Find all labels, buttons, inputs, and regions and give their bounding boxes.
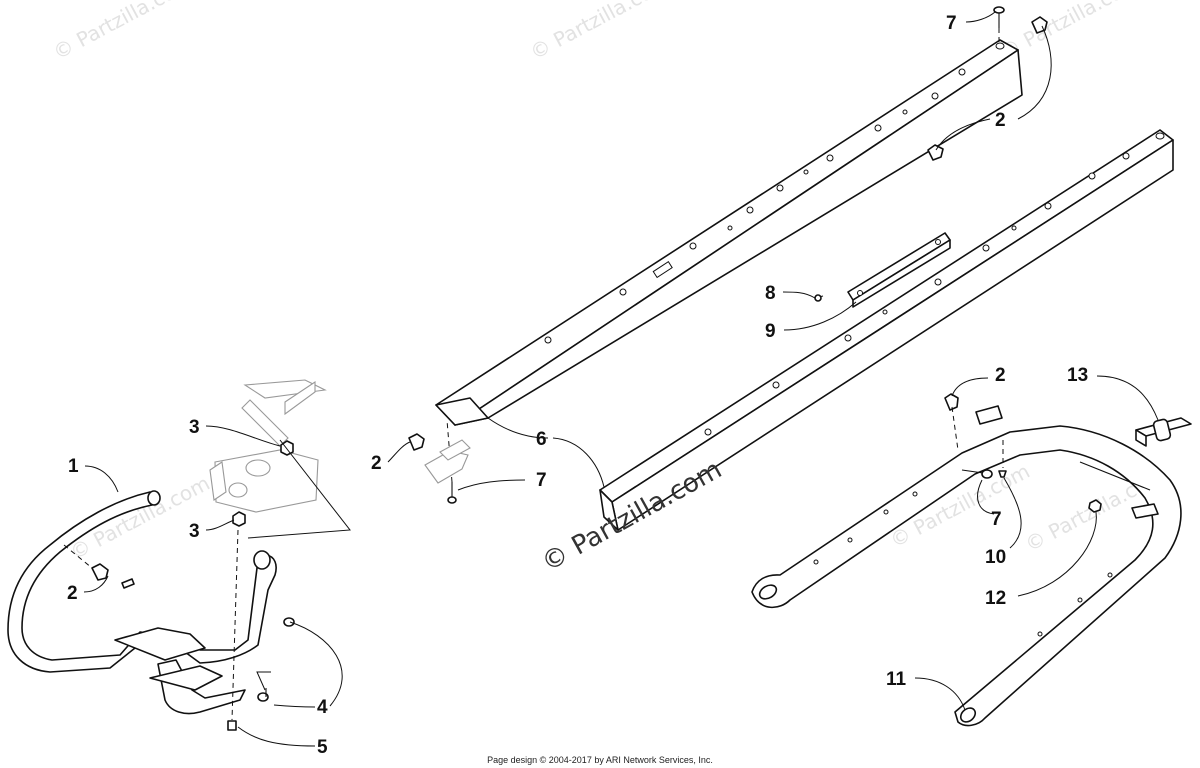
watermark-top-left: © Partzilla.com — [49, 0, 197, 64]
hinge — [1135, 417, 1192, 447]
nut-rear-bumper — [1088, 499, 1102, 513]
callouts: 1 2 2 2 2 3 3 4 5 6 7 7 7 8 9 10 11 12 1… — [67, 13, 1088, 758]
callout-12: 12 — [985, 588, 1006, 609]
bolt-top — [993, 6, 1005, 45]
ghost-bracket — [424, 439, 471, 484]
callout-8: 8 — [765, 283, 776, 304]
callout-9: 9 — [765, 321, 776, 342]
callout-7-rear: 7 — [991, 509, 1002, 530]
clip-rear-bumper — [944, 393, 959, 451]
callout-5: 5 — [317, 737, 328, 758]
bolt-rear-bumper — [961, 469, 993, 479]
callout-2-rail: 2 — [371, 453, 382, 474]
rear-bumper-bracket-right — [1131, 503, 1159, 519]
bolt-bumper-upper — [283, 617, 295, 627]
rivet-rear-bumper — [998, 440, 1007, 478]
bolt-bumper-lower — [257, 688, 269, 702]
callout-2-bumper: 2 — [67, 583, 78, 604]
lower-rail — [599, 129, 1174, 531]
callout-4: 4 — [317, 697, 328, 718]
callout-3-upper: 3 — [189, 417, 200, 438]
callout-11: 11 — [886, 669, 907, 690]
front-bumper — [7, 490, 277, 715]
rear-bumper — [751, 425, 1182, 727]
watermark-top-center: © Partzilla.com — [526, 0, 674, 64]
rear-bumper-bracket-left — [975, 405, 1003, 425]
callout-1: 1 — [68, 456, 79, 477]
clip-rail-center — [927, 144, 944, 161]
callout-7-rail: 7 — [536, 470, 547, 491]
leader-lines — [83, 11, 1159, 747]
callout-2-upper: 2 — [995, 110, 1006, 131]
callout-7-top: 7 — [946, 13, 957, 34]
callout-3-lower: 3 — [189, 521, 200, 542]
footer-copyright: Page design © 2004-2017 by ARI Network S… — [487, 755, 713, 765]
clip-bumper — [63, 544, 135, 589]
ghost-hitch — [209, 379, 327, 513]
rivet — [814, 294, 824, 302]
nut — [227, 720, 237, 731]
callout-10: 10 — [985, 547, 1006, 568]
upper-rail — [435, 39, 1023, 426]
strap-plate — [847, 232, 951, 308]
clip-hitch-lower — [232, 511, 246, 527]
clip-rail-left — [408, 433, 425, 451]
dashed-assembly-line — [231, 529, 239, 721]
callout-2-rear: 2 — [995, 365, 1006, 386]
callout-6: 6 — [536, 429, 547, 450]
callout-13: 13 — [1067, 365, 1088, 386]
